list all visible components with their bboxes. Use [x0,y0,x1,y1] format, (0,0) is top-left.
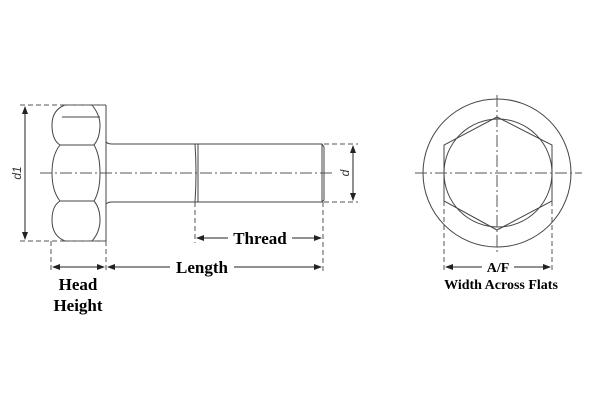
length-label: Length [176,258,229,277]
bolt-shank [105,141,195,205]
d1-label: d1 [10,166,24,179]
thread-extension-lines [50,202,324,272]
thread-label: Thread [233,229,287,248]
bolt-side-view: d1 d Thread Length Head Height [10,104,358,315]
bolt-end-view: A/F Width Across Flats [415,95,582,293]
d1-extension-lines [20,104,106,242]
af-caption: Width Across Flats [444,278,558,293]
head-height-label-line1: Head [59,275,98,294]
af-extension-lines [443,201,553,272]
af-label: A/F [487,261,510,276]
head-height-label-line2: Height [53,296,102,315]
d-label: d [338,169,352,176]
d-extension-lines [324,143,358,203]
